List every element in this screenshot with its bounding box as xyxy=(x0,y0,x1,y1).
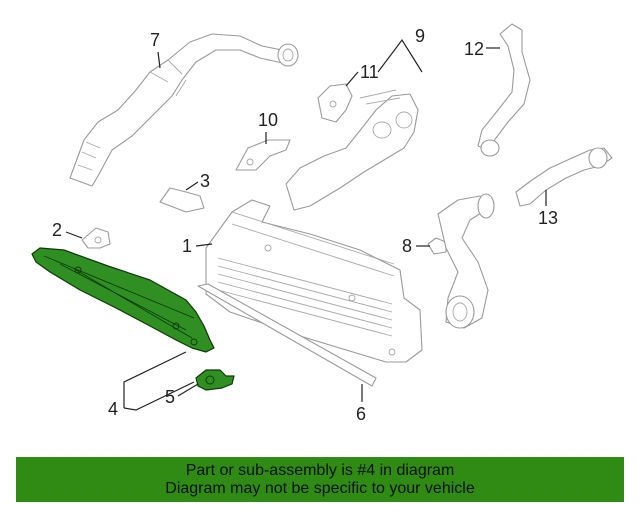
leader-1 xyxy=(195,243,213,247)
banner-line-2: Diagram may not be specific to your vehi… xyxy=(165,479,475,497)
info-banner: Part or sub-assembly is #4 in diagram Di… xyxy=(16,457,624,502)
callout-12: 12 xyxy=(464,39,484,59)
part-8-clamp[interactable] xyxy=(427,237,447,255)
callout-2: 2 xyxy=(52,220,62,240)
outlet-hose[interactable] xyxy=(437,193,495,329)
leader-11 xyxy=(345,71,359,87)
banner-line-1: Part or sub-assembly is #4 in diagram xyxy=(185,461,455,479)
callout-11: 11 xyxy=(360,62,379,82)
callout-1: 1 xyxy=(182,236,192,256)
leader-2 xyxy=(65,231,83,239)
leader-3 xyxy=(185,181,199,191)
part-10-bracket[interactable] xyxy=(235,139,291,171)
leader-7 xyxy=(157,51,161,69)
leader-9 xyxy=(377,38,423,73)
leader-5 xyxy=(177,383,199,397)
callout-10: 10 xyxy=(258,110,278,130)
part-1-intercooler[interactable] xyxy=(205,199,423,363)
part-2-clip[interactable] xyxy=(81,227,111,249)
part-11-bracket[interactable] xyxy=(317,83,353,123)
part-4-air-duct[interactable] xyxy=(31,247,215,353)
callout-6: 6 xyxy=(356,404,366,424)
part-6-seal[interactable] xyxy=(197,283,377,387)
part-12-hose[interactable] xyxy=(477,23,531,157)
callout-7: 7 xyxy=(150,30,160,50)
callout-5: 5 xyxy=(165,387,175,407)
part-13-hose[interactable] xyxy=(515,147,613,207)
callout-3: 3 xyxy=(200,171,210,191)
part-9-throttle-pipe[interactable] xyxy=(285,89,419,211)
callout-4: 4 xyxy=(108,399,118,419)
part-7-charge-pipe[interactable] xyxy=(69,33,299,187)
callout-8: 8 xyxy=(402,236,412,256)
leader-4 xyxy=(123,351,195,411)
parts-diagram: 7 9 11 12 10 3 13 2 xyxy=(31,23,613,424)
part-3-bracket[interactable] xyxy=(159,187,205,213)
part-5-fastener[interactable] xyxy=(195,369,235,391)
callout-9: 9 xyxy=(415,26,425,46)
callout-13: 13 xyxy=(538,208,558,228)
